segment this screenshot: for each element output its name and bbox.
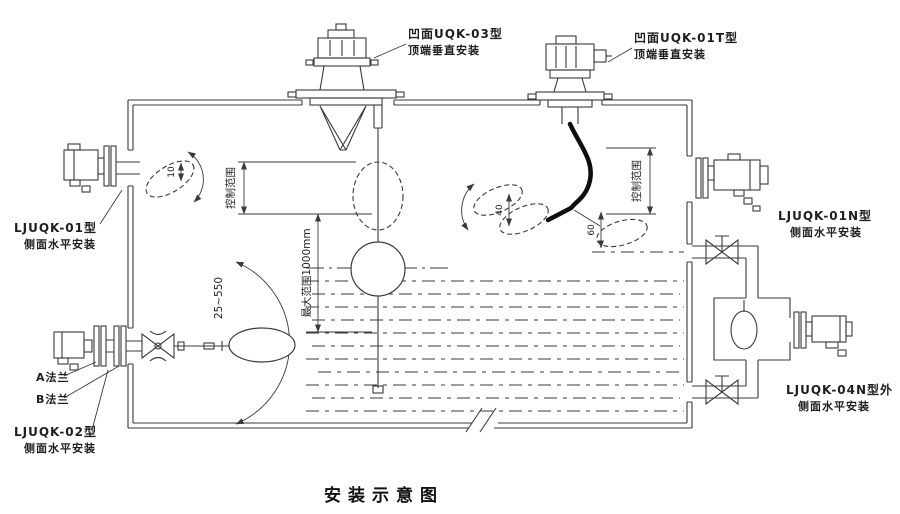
uqk01-label-line1: LJUQK-01型 — [14, 220, 97, 235]
flange-a-label: A法兰 — [36, 370, 70, 384]
cable-float-position-1 — [473, 184, 523, 216]
uqk03-mount-flange — [295, 89, 397, 99]
uqk02-label-line2: 侧面水平安装 — [24, 441, 96, 455]
uqk01t-cable — [567, 121, 593, 210]
dim-label-10: 10 — [167, 166, 177, 178]
uqk02-float — [228, 327, 296, 363]
bottom-valve — [705, 375, 739, 406]
uqk04n-flange — [793, 311, 800, 349]
uqk01n-assembly — [695, 153, 769, 212]
uqk03-float-upper-position — [352, 161, 404, 231]
uqk03-label-line2: 顶端垂直安装 — [408, 43, 480, 57]
uqk01n-label-line2: 侧面水平安装 — [790, 225, 862, 239]
uqk02-pivot-propeller — [141, 332, 175, 360]
uqk03-dimensions: 控制范围 最大范围1000mm — [224, 161, 372, 333]
uqk02-leader-line — [91, 369, 109, 431]
uqk02-flange-labels: A法兰 B法兰 — [36, 361, 120, 406]
uqk01t-label-line2: 顶端垂直安装 — [634, 47, 706, 61]
float-swing-arc-right — [461, 183, 475, 231]
uqk01-float — [145, 160, 195, 198]
float-swing-arc-left — [187, 151, 204, 203]
component-labels: 凹面UQK-03型 顶端垂直安装 凹面UQK-01T型 顶端垂直安装 LJUQK… — [14, 26, 893, 455]
uqk02-label-line1: LJUQK-02型 — [14, 424, 97, 439]
uqk03-leader-line — [373, 43, 407, 59]
control-range-label-right: 控制范围 — [630, 160, 643, 202]
uqk01-flange — [103, 145, 110, 187]
uqk01-assembly: 10 — [63, 143, 204, 203]
control-range-label-left: 控制范围 — [224, 167, 237, 209]
float-travel-label: 25~550 — [213, 277, 225, 319]
uqk04n-label-line1: LJUQK-04N型外 — [786, 382, 893, 397]
uqk04n-float — [730, 310, 758, 350]
uqk01n-flange — [695, 157, 702, 199]
uqk03-label-line1: 凹面UQK-03型 — [408, 26, 503, 41]
uqk01t-mount-flange — [535, 91, 605, 101]
uqk03-float-rod — [373, 105, 383, 388]
diagram-caption: 安装示意图 — [324, 485, 444, 506]
uqk02-flange-a — [93, 325, 100, 367]
dim-label-40: 40 — [495, 204, 505, 216]
uqk04n-assembly — [692, 235, 853, 406]
max-range-label: 最大范围1000mm — [300, 228, 313, 317]
wall-break-symbol — [465, 407, 497, 433]
uqk02-flange-b — [113, 325, 120, 367]
cable-float-position-2 — [499, 203, 549, 235]
tank-outline — [127, 99, 693, 433]
dim-label-60: 60 — [587, 224, 597, 236]
uqk01t-cable-link — [545, 205, 574, 223]
cable-float-position-3 — [596, 218, 648, 248]
uqk03-assembly — [287, 23, 406, 394]
right-dimensions: 40 60 控制范围 — [495, 147, 656, 249]
float-chamber — [713, 297, 791, 361]
uqk01t-leader-line — [607, 47, 633, 63]
uqk03-float — [350, 241, 406, 297]
bottom-pipe — [692, 360, 759, 399]
top-pipe — [692, 245, 759, 298]
uqk03-guide-cone — [319, 105, 367, 151]
uqk01t-label-line1: 凹面UQK-01T型 — [634, 30, 738, 45]
flange-b-label: B法兰 — [36, 392, 69, 406]
uqk02-assembly — [53, 325, 296, 371]
uqk01-label-line2: 侧面水平安装 — [24, 237, 96, 251]
uqk01t-assembly — [527, 35, 613, 124]
uqk01-leader-line — [99, 189, 123, 225]
uqk04n-label-line2: 侧面水平安装 — [798, 399, 870, 413]
uqk01n-label-line1: LJUQK-01N型 — [778, 208, 872, 223]
top-valve — [705, 235, 739, 266]
uqk01t-floats — [461, 183, 648, 248]
